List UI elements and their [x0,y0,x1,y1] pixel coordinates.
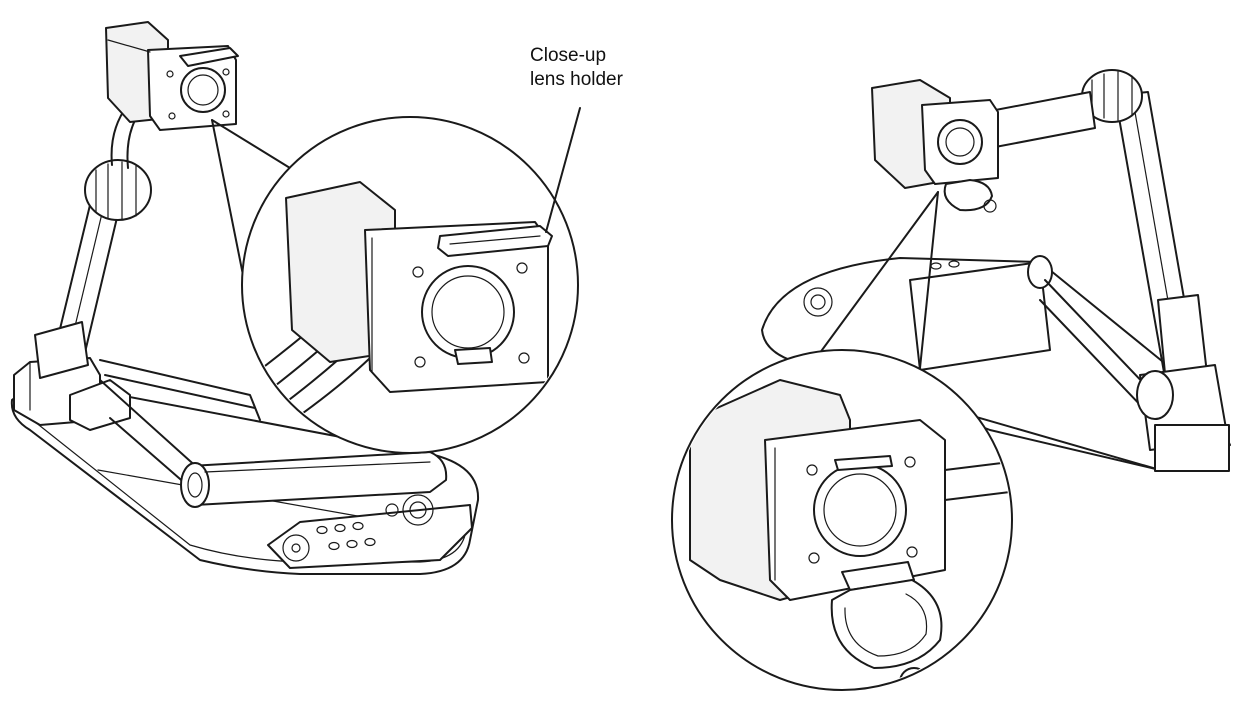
left-document-camera [10,21,480,575]
close-up-lens-holder [437,225,553,257]
left-light-roller [180,451,448,508]
right-light-roller [909,255,1151,411]
left-support-arm [34,91,152,379]
right-magnified-view [671,349,1013,691]
right-camera-head [871,79,999,213]
left-camera-head [105,21,239,131]
left-lower-arm [13,357,261,493]
right-document-camera [761,69,1231,472]
label-line-2: lens holder [530,69,623,90]
close-up-lens-holder-label: Close-up lens holder [530,44,623,92]
label-line-1: Close-up [530,45,607,66]
right-lens-holder-open [943,179,993,212]
left-magnified-view [241,116,579,454]
right-callout-wedge [799,191,939,381]
right-support-arm [984,69,1230,472]
control-panel [267,494,473,569]
callout-leader-line [545,107,581,233]
left-lens-holder-closed [179,47,239,67]
